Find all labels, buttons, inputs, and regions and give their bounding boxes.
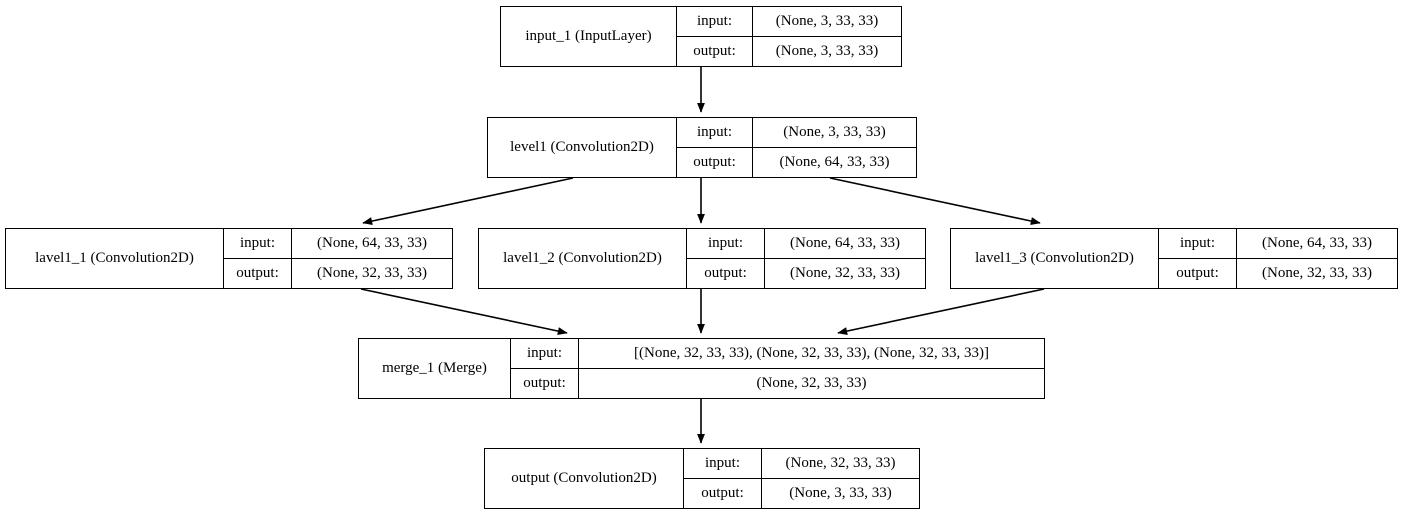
node-shape-table-input_1: input: (None, 3, 33, 33) output: (None, … [677, 7, 901, 66]
row-label-input: input: [677, 7, 753, 36]
node-shape-table-output: input: (None, 32, 33, 33) output: (None,… [684, 449, 919, 508]
node-shape-table-level1: input: (None, 3, 33, 33) output: (None, … [677, 118, 916, 177]
node-input-row: input: [(None, 32, 33, 33), (None, 32, 3… [511, 339, 1044, 369]
row-label-output: output: [1159, 258, 1237, 288]
node-shape-table-lavel1_3: input: (None, 64, 33, 33) output: (None,… [1159, 229, 1397, 288]
node-output-row: output: (None, 3, 33, 33) [684, 478, 919, 508]
row-label-output: output: [224, 258, 292, 288]
node-shape-table-merge_1: input: [(None, 32, 33, 33), (None, 32, 3… [511, 339, 1044, 398]
node-label-level1: level1 (Convolution2D) [488, 118, 677, 177]
row-label-input: input: [687, 229, 765, 258]
row-value-output-shape: (None, 32, 33, 33) [790, 264, 900, 281]
graph-node-lavel1_2[interactable]: lavel1_2 (Convolution2D) input: (None, 6… [478, 228, 926, 289]
row-label-output: output: [677, 147, 753, 177]
edge-level1-to-lavel1_1 [362, 177, 574, 225]
edge-lavel1_1-to-merge_1 [360, 288, 568, 335]
node-label-lavel1_1: lavel1_1 (Convolution2D) [6, 229, 224, 288]
node-output-row: output: (None, 32, 33, 33) [224, 258, 452, 288]
row-label-output: output: [687, 258, 765, 288]
row-value-output-shape: (None, 32, 33, 33) [1262, 264, 1372, 281]
row-value-input-shape: (None, 64, 33, 33) [1262, 234, 1372, 251]
node-output-row: output: (None, 64, 33, 33) [677, 147, 916, 177]
row-label-output: output: [677, 36, 753, 66]
node-output-row: output: (None, 3, 33, 33) [677, 36, 901, 66]
node-label-merge_1: merge_1 (Merge) [359, 339, 511, 398]
node-label-lavel1_2: lavel1_2 (Convolution2D) [479, 229, 687, 288]
node-output-row: output: (None, 32, 33, 33) [1159, 258, 1397, 288]
graph-node-lavel1_3[interactable]: lavel1_3 (Convolution2D) input: (None, 6… [950, 228, 1398, 289]
row-value-input-shape: [(None, 32, 33, 33), (None, 32, 33, 33),… [634, 344, 989, 361]
row-value-output-shape: (None, 64, 33, 33) [779, 153, 890, 170]
row-value-input-shape: (None, 3, 33, 33) [783, 123, 886, 140]
node-output-row: output: (None, 32, 33, 33) [687, 258, 925, 288]
node-input-row: input: (None, 32, 33, 33) [684, 449, 919, 479]
row-value-output-shape: (None, 32, 33, 33) [317, 264, 427, 281]
row-value-output-shape: (None, 3, 33, 33) [789, 484, 892, 501]
node-shape-table-lavel1_2: input: (None, 64, 33, 33) output: (None,… [687, 229, 925, 288]
row-label-input: input: [224, 229, 292, 258]
node-input-row: input: (None, 3, 33, 33) [677, 7, 901, 37]
edge-lavel1_3-to-merge_1 [837, 288, 1045, 335]
row-label-input: input: [684, 449, 762, 478]
node-shape-table-lavel1_1: input: (None, 64, 33, 33) output: (None,… [224, 229, 452, 288]
graph-node-lavel1_1[interactable]: lavel1_1 (Convolution2D) input: (None, 6… [5, 228, 453, 289]
row-label-input: input: [511, 339, 579, 368]
node-label-output: output (Convolution2D) [485, 449, 684, 508]
node-output-row: output: (None, 32, 33, 33) [511, 368, 1044, 398]
graph-node-merge_1[interactable]: merge_1 (Merge) input: [(None, 32, 33, 3… [358, 338, 1045, 399]
row-value-input-shape: (None, 64, 33, 33) [317, 234, 427, 251]
row-value-output-shape: (None, 32, 33, 33) [756, 374, 867, 391]
row-label-input: input: [1159, 229, 1237, 258]
node-label-lavel1_3: lavel1_3 (Convolution2D) [951, 229, 1159, 288]
row-value-input-shape: (None, 64, 33, 33) [790, 234, 900, 251]
row-label-input: input: [677, 118, 753, 147]
node-input-row: input: (None, 64, 33, 33) [687, 229, 925, 259]
node-input-row: input: (None, 3, 33, 33) [677, 118, 916, 148]
row-value-input-shape: (None, 32, 33, 33) [785, 454, 896, 471]
node-input-row: input: (None, 64, 33, 33) [224, 229, 452, 259]
row-label-output: output: [511, 368, 579, 398]
graph-node-level1[interactable]: level1 (Convolution2D) input: (None, 3, … [487, 117, 917, 178]
row-value-output-shape: (None, 3, 33, 33) [775, 42, 879, 59]
node-label-input_1: input_1 (InputLayer) [501, 7, 677, 66]
row-label-output: output: [684, 478, 762, 508]
row-value-input-shape: (None, 3, 33, 33) [775, 12, 879, 29]
graph-node-output[interactable]: output (Convolution2D) input: (None, 32,… [484, 448, 920, 509]
graph-node-input_1[interactable]: input_1 (InputLayer) input: (None, 3, 33… [500, 6, 902, 67]
node-input-row: input: (None, 64, 33, 33) [1159, 229, 1397, 259]
edge-level1-to-lavel1_3 [829, 177, 1041, 225]
